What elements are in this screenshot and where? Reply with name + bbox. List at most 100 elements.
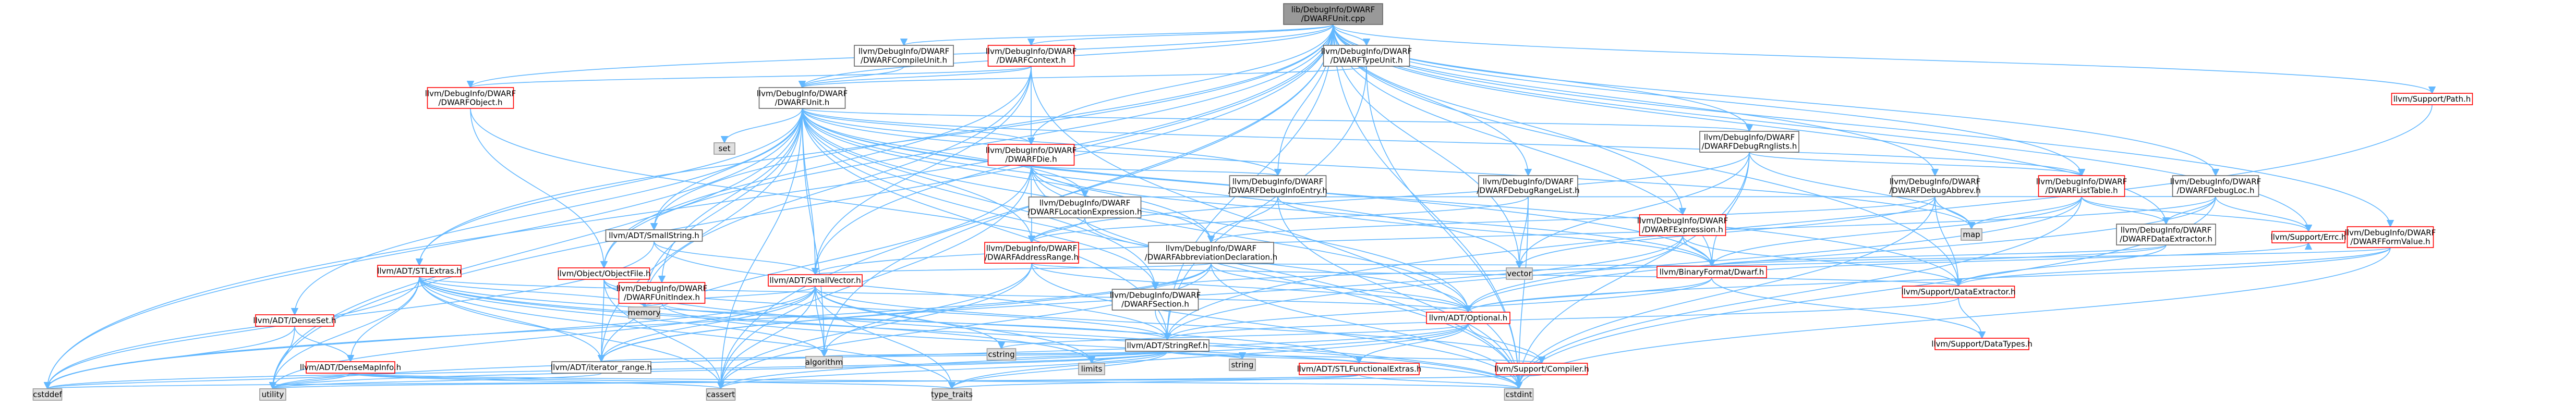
edge-densemapinfo-to-cstddef bbox=[44, 373, 351, 390]
edge-debugloc-to-optional bbox=[1464, 196, 2216, 313]
node-section[interactable]: llvm/DebugInfo/DWARF/DWARFSection.h bbox=[1110, 289, 1201, 311]
node-expression[interactable]: llvm/DebugInfo/DWARF/DWARFExpression.h bbox=[1637, 214, 1728, 236]
node-formvalue[interactable]: llvm/DebugInfo/DWARF/DWARFFormValue.h bbox=[2345, 226, 2436, 248]
edge-root-to-path bbox=[1333, 24, 2436, 94]
node-box bbox=[1506, 267, 1533, 280]
node-box bbox=[768, 274, 863, 287]
edge-debuginfoentry-to-binaryformat bbox=[1277, 196, 1716, 267]
edge-debugrnglists-to-addressrange bbox=[1028, 152, 1750, 243]
node-dataextractor_dw[interactable]: llvm/DebugInfo/DWARF/DWARFDataExtractor.… bbox=[2116, 224, 2216, 245]
edge-debugrangelist-to-addressrange bbox=[1028, 196, 1529, 243]
node-box bbox=[805, 356, 843, 368]
node-label: /DWARFContext.h bbox=[997, 56, 1066, 65]
node-listtable[interactable]: llvm/DebugInfo/DWARF/DWARFListTable.h bbox=[2036, 175, 2127, 197]
node-context[interactable]: llvm/DebugInfo/DWARF/DWARFContext.h bbox=[986, 45, 1077, 67]
edge-unitindex-to-cstdint bbox=[661, 303, 1522, 390]
node-label: llvm/DebugInfo/DWARF bbox=[986, 244, 1078, 253]
node-label: /DWARFListTable.h bbox=[2045, 186, 2118, 195]
edge-stringref-to-compiler bbox=[1167, 351, 1545, 364]
edge-stlextras-to-cstddef bbox=[43, 276, 420, 390]
edge-formvalue-to-optional bbox=[1465, 247, 2391, 313]
node-typeunit[interactable]: llvm/DebugInfo/DWARF/DWARFTypeUnit.h bbox=[1321, 45, 1412, 67]
edge-unit-to-addressrange bbox=[802, 108, 1036, 243]
node-box bbox=[1229, 359, 1256, 371]
node-debugrangelist[interactable]: llvm/DebugInfo/DWARF/DWARFDebugRangeList… bbox=[1477, 175, 1580, 197]
node-root[interactable]: lib/DebugInfo/DWARF/DWARFUnit.cpp bbox=[1283, 3, 1383, 25]
node-compileunit[interactable]: llvm/DebugInfo/DWARF/DWARFCompileUnit.h bbox=[854, 45, 954, 67]
node-debugloc[interactable]: llvm/DebugInfo/DWARF/DWARFDebugLoc.h bbox=[2170, 175, 2261, 197]
node-stlextras[interactable]: llvm/ADT/STLExtras.h bbox=[377, 265, 462, 277]
node-addressrange[interactable]: llvm/DebugInfo/DWARF/DWARFAddressRange.h bbox=[984, 242, 1079, 264]
node-path[interactable]: llvm/Support/Path.h bbox=[2391, 93, 2473, 105]
node-smallvector[interactable]: llvm/ADT/SmallVector.h bbox=[768, 274, 863, 287]
edge-unit-to-utility bbox=[269, 108, 803, 390]
node-debugrnglists[interactable]: llvm/DebugInfo/DWARF/DWARFDebugRnglists.… bbox=[1699, 131, 1799, 153]
edge-debugloc-to-smallvector bbox=[812, 196, 2216, 276]
node-box bbox=[259, 388, 286, 401]
edge-unit-to-memory bbox=[640, 108, 803, 308]
edge-abbrevdecl-to-iteratorrange bbox=[597, 263, 1212, 363]
node-densemapinfo[interactable]: llvm/ADT/DenseMapInfo.h bbox=[300, 361, 401, 374]
edge-stringref-to-utility bbox=[269, 351, 1168, 390]
node-binaryformat[interactable]: llvm/BinaryFormat/Dwarf.h bbox=[1656, 266, 1767, 278]
node-box bbox=[1478, 175, 1578, 197]
node-label: llvm/ADT/DenseSet.h bbox=[253, 316, 336, 325]
node-compiler[interactable]: llvm/Support/Compiler.h bbox=[1494, 363, 1589, 375]
edge-densemapinfo-to-cassert bbox=[350, 373, 724, 390]
node-box bbox=[1699, 131, 1799, 153]
node-unitindex[interactable]: llvm/DebugInfo/DWARF/DWARFUnitIndex.h bbox=[616, 282, 708, 304]
edge-binaryformat-to-datatypes bbox=[1711, 277, 1986, 339]
node-die[interactable]: llvm/DebugInfo/DWARF/DWARFDie.h bbox=[986, 144, 1077, 166]
node-optional[interactable]: llvm/ADT/Optional.h bbox=[1426, 312, 1510, 324]
edge-debugloc-to-dataextractor_dw bbox=[2162, 196, 2216, 225]
node-box bbox=[628, 306, 660, 319]
edge-unit-to-stlextras bbox=[415, 108, 803, 266]
node-abbrevdecl[interactable]: llvm/DebugInfo/DWARF/DWARFAbbreviationDe… bbox=[1145, 242, 1278, 264]
node-debuginfoentry[interactable]: llvm/DebugInfo/DWARF/DWARFDebugInfoEntry… bbox=[1228, 175, 1327, 197]
edge-densset-to-cstddef bbox=[43, 326, 295, 390]
edge-die-to-iteratorrange bbox=[597, 165, 1032, 363]
node-locexpr[interactable]: llvm/DebugInfo/DWARF/DWARFLocationExpres… bbox=[1027, 196, 1142, 218]
edge-debugrnglists-to-listtable bbox=[1749, 152, 2085, 177]
node-label: llvm/ADT/STLFunctionalExtras.h bbox=[1297, 364, 1422, 374]
edge-root-to-cstddef bbox=[43, 24, 1334, 390]
node-box bbox=[758, 87, 846, 109]
node-label: llvm/DebugInfo/DWARF bbox=[1637, 216, 1728, 226]
node-box bbox=[32, 388, 63, 401]
node-label: /DWARFAddressRange.h bbox=[985, 253, 1079, 262]
node-label: map bbox=[1963, 230, 1980, 239]
edge-typeunit-to-unit bbox=[799, 66, 1367, 89]
node-label: /DWARFFormValue.h bbox=[2350, 237, 2430, 247]
node-map: map bbox=[1961, 228, 1982, 241]
node-box bbox=[987, 45, 1075, 67]
node-densset[interactable]: llvm/ADT/DenseSet.h bbox=[253, 314, 336, 327]
node-label: /DWARFDebugAbbrev.h bbox=[1889, 186, 1981, 195]
node-errorh[interactable]: llvm/Support/Errc.h bbox=[2271, 231, 2347, 243]
edge-context-to-object bbox=[467, 66, 1032, 89]
edge-root-to-errorh bbox=[1333, 24, 2313, 232]
node-objectfile[interactable]: llvm/Object/ObjectFile.h bbox=[557, 267, 651, 280]
node-label: llvm/ADT/StringRef.h bbox=[1127, 341, 1207, 350]
edge-densset-to-densemapinfo bbox=[294, 326, 355, 363]
node-debugabbrev[interactable]: llvm/DebugInfo/DWARF/DWARFDebugAbbrev.h bbox=[1889, 175, 1981, 197]
edge-unit-to-section bbox=[802, 108, 1159, 290]
node-box bbox=[1961, 228, 1982, 241]
node-datatypes[interactable]: llvm/Support/DataTypes.h bbox=[1931, 338, 2033, 350]
node-smallstring[interactable]: llvm/ADT/SmallString.h bbox=[605, 229, 703, 242]
node-box bbox=[1323, 45, 1410, 67]
node-unit[interactable]: llvm/DebugInfo/DWARF/DWARFUnit.h bbox=[757, 87, 848, 109]
edge-formvalue-to-cstdint bbox=[1515, 247, 2391, 390]
node-label: /DWARFCompileUnit.h bbox=[861, 56, 947, 65]
edge-densemapinfo-to-typetraits bbox=[350, 373, 956, 390]
node-iteratorrange[interactable]: llvm/ADT/iterator_range.h bbox=[551, 361, 652, 374]
node-stringref[interactable]: llvm/ADT/StringRef.h bbox=[1125, 339, 1210, 352]
node-stlfunctional[interactable]: llvm/ADT/STLFunctionalExtras.h bbox=[1297, 363, 1422, 375]
node-cstdint: cstdint bbox=[1504, 388, 1534, 401]
edge-root-to-stlextras bbox=[415, 24, 1334, 266]
edge-stlextras-to-limits bbox=[419, 276, 1095, 364]
node-algorithm: algorithm bbox=[805, 356, 843, 368]
node-label: llvm/BinaryFormat/Dwarf.h bbox=[1660, 267, 1764, 277]
node-dataextractor[interactable]: llvm/Support/DataExtractor.h bbox=[1901, 286, 2016, 298]
node-object[interactable]: llvm/DebugInfo/DWARF/DWARFObject.h bbox=[425, 87, 516, 109]
edge-context-to-objectfile bbox=[600, 66, 1032, 269]
